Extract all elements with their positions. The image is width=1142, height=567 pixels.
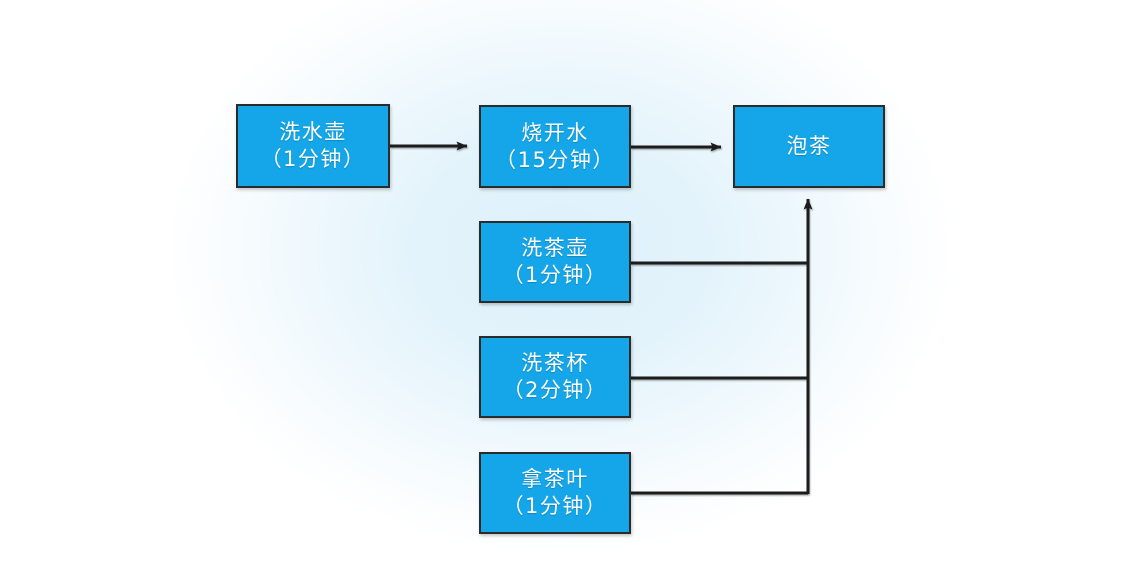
node-boil-water[interactable]: 烧开水 （15分钟） — [479, 105, 631, 188]
node-make-tea-label: 泡茶 — [786, 134, 832, 159]
node-get-tea-leaves-label: 拿茶叶 — [521, 467, 589, 492]
node-boil-water-duration: （15分钟） — [495, 147, 615, 172]
node-make-tea[interactable]: 泡茶 — [733, 105, 885, 188]
node-wash-teapot-duration: （1分钟） — [502, 263, 608, 287]
node-wash-teapot-label: 洗茶壶 — [521, 236, 589, 261]
node-wash-kettle-label: 洗水壶 — [279, 120, 347, 145]
node-get-tea-leaves[interactable]: 拿茶叶 （1分钟） — [479, 452, 631, 534]
node-boil-water-label: 烧开水 — [521, 120, 589, 145]
node-wash-teapot[interactable]: 洗茶壶 （1分钟） — [479, 221, 631, 303]
node-wash-kettle-duration: （1分钟） — [260, 147, 366, 171]
node-wash-teacup[interactable]: 洗茶杯 （2分钟） — [479, 336, 631, 418]
node-wash-teacup-duration: （2分钟） — [502, 378, 608, 402]
node-get-tea-leaves-duration: （1分钟） — [502, 494, 608, 518]
node-wash-kettle[interactable]: 洗水壶 （1分钟） — [236, 104, 390, 188]
node-wash-teacup-label: 洗茶杯 — [521, 351, 589, 376]
